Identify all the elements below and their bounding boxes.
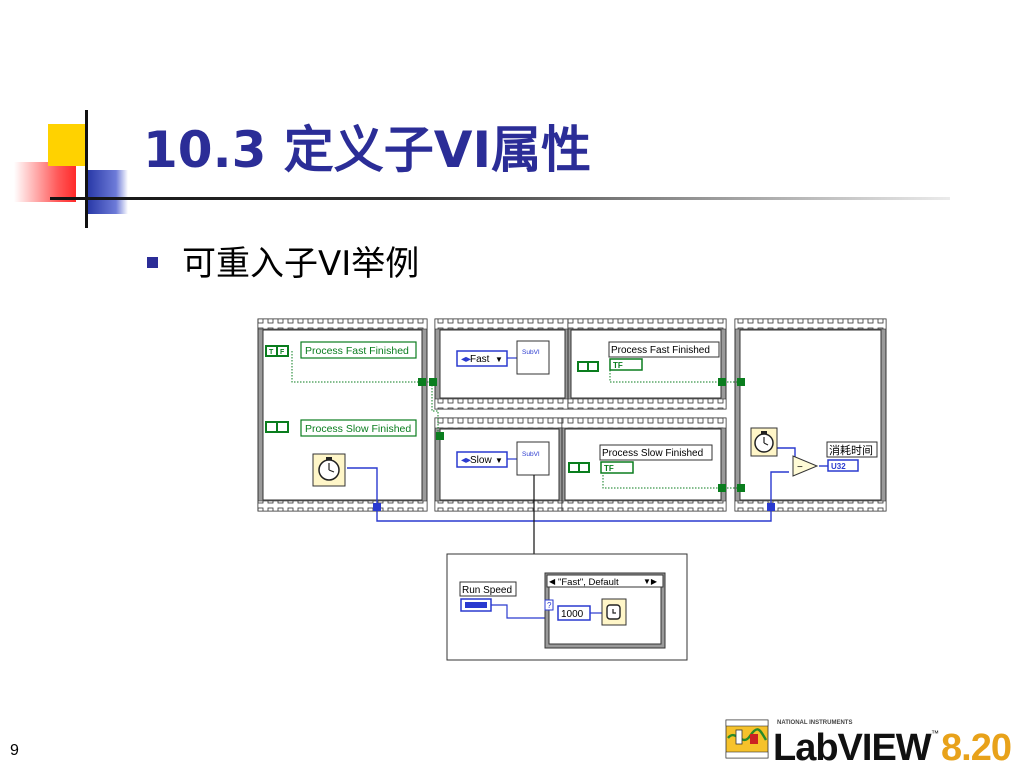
svg-text:SubVI: SubVI	[522, 349, 540, 356]
svg-text:1000: 1000	[561, 609, 584, 620]
timer-icon-2	[750, 427, 778, 457]
svg-text:™: ™	[931, 729, 939, 738]
svg-text:LabVIEW: LabVIEW	[773, 727, 932, 768]
bullet-text: 可重入子VI举例	[182, 244, 420, 284]
svg-text:Process Slow Finished: Process Slow Finished	[602, 448, 703, 459]
elapsed-time-indicator: 消耗时间 U32	[826, 441, 878, 472]
subvi-slow: SubVI	[516, 441, 550, 476]
title-decoration-yellow	[48, 124, 88, 166]
svg-text:▼▶: ▼▶	[643, 577, 658, 586]
title-decoration-vline	[85, 110, 88, 228]
title-decoration-blue	[88, 170, 128, 214]
svg-text:NATIONAL INSTRUMENTS: NATIONAL INSTRUMENTS	[777, 720, 852, 726]
bool-constant-2a	[577, 361, 599, 372]
svg-text:▼: ▼	[495, 355, 503, 364]
bool-constant-slow	[265, 421, 289, 433]
svg-text:Slow: Slow	[470, 455, 492, 466]
labview-logo-icon	[725, 719, 769, 759]
svg-text:消耗时间: 消耗时间	[829, 443, 873, 457]
svg-text:TF: TF	[613, 361, 623, 370]
sequence-frame-3	[734, 318, 887, 512]
block-diagram: T F Process Fast Finished Process Slow F…	[257, 318, 887, 661]
page-number: 9	[10, 742, 19, 759]
svg-text:T: T	[269, 349, 274, 356]
fast-finished-indicator: Process Fast Finished	[300, 341, 417, 359]
slow-finished-indicator-2: Process Slow Finished TF	[599, 444, 713, 474]
title-decoration-red	[14, 162, 76, 202]
bullet-marker	[147, 257, 158, 268]
slide-title: 10.3 定义子VI属性	[143, 121, 592, 179]
svg-text:Process Slow Finished: Process Slow Finished	[305, 423, 411, 435]
labview-logo: NATIONAL INSTRUMENTS LabVIEW ™ 8.20	[725, 719, 1012, 768]
slow-finished-indicator: Process Slow Finished	[300, 419, 417, 437]
svg-text:TF: TF	[604, 464, 614, 473]
svg-text:◀: ◀	[549, 577, 556, 586]
timer-icon	[312, 453, 346, 487]
svg-text:F: F	[280, 349, 285, 356]
title-underline	[50, 197, 950, 200]
svg-text:SubVI: SubVI	[522, 451, 540, 458]
subvi-fast: SubVI	[516, 340, 550, 375]
subtract-node: −	[792, 455, 819, 477]
bool-constant-2d	[568, 462, 590, 473]
svg-text:Process Fast Finished: Process Fast Finished	[611, 345, 710, 356]
svg-text:◂▸: ◂▸	[461, 354, 471, 365]
enum-slow: ◂▸ Slow ▼	[456, 451, 508, 468]
svg-text:Fast: Fast	[470, 354, 490, 365]
subvi-panel: Run Speed ◀ "Fast", Default ▼▶ ? 1000	[446, 553, 688, 661]
bool-constant-fast: T F	[265, 345, 289, 357]
enum-fast: ◂▸ Fast ▼	[456, 350, 508, 367]
tunnels	[373, 378, 775, 511]
svg-text:−: −	[797, 462, 803, 473]
fast-finished-indicator-2: Process Fast Finished TF	[608, 341, 720, 371]
svg-text:?: ?	[547, 601, 552, 610]
svg-text:▼: ▼	[495, 456, 503, 465]
svg-text:8.20: 8.20	[941, 727, 1011, 768]
sequence-frame-2d	[561, 417, 727, 512]
svg-text:◂▸: ◂▸	[461, 455, 471, 466]
svg-text:Process Fast Finished: Process Fast Finished	[305, 345, 409, 357]
svg-text:U32: U32	[831, 462, 846, 471]
svg-text:Run Speed: Run Speed	[462, 585, 512, 596]
svg-text:"Fast", Default: "Fast", Default	[558, 577, 619, 588]
